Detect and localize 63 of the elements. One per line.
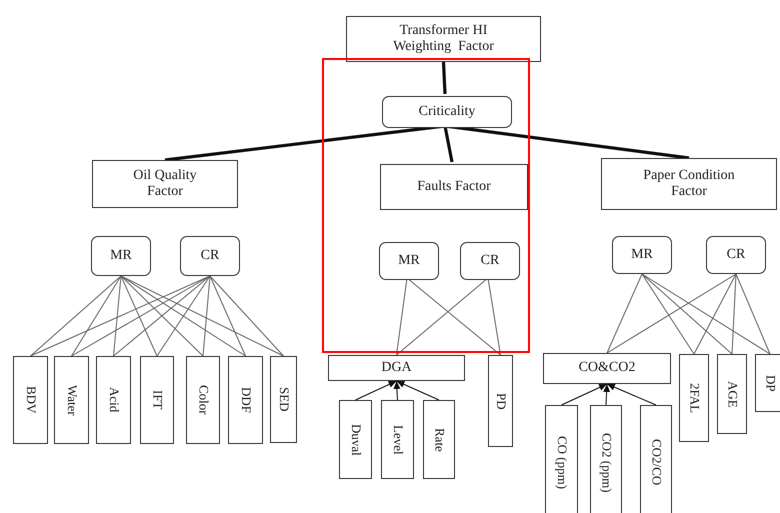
connector-line: [606, 274, 642, 354]
connector-line: [732, 274, 736, 354]
connector-line: [642, 274, 770, 354]
factor-box: Oil Quality Factor: [92, 160, 238, 208]
arrow: [355, 380, 397, 400]
parameter-box: DGA: [328, 355, 465, 381]
indicator-box: Water: [54, 356, 89, 444]
connector-line: [736, 274, 770, 354]
indicator-box: CO (ppm): [545, 405, 578, 513]
connector-line: [642, 274, 694, 354]
ratio-box: CR: [460, 242, 520, 280]
connector-line: [30, 276, 210, 356]
connector-line: [396, 278, 408, 356]
indicator-box: DDF: [228, 356, 263, 444]
arrow: [393, 380, 400, 400]
connector-line: [694, 274, 736, 354]
indicator-box: IFT: [140, 356, 174, 444]
parameter-box: CO&CO2: [543, 353, 671, 384]
indicator-box: CO2 (ppm): [590, 405, 622, 513]
ratio-box: MR: [612, 236, 672, 274]
indicator-box: Level: [381, 400, 414, 479]
connector-line: [442, 62, 447, 94]
connector-line: [210, 276, 246, 356]
connector-line: [202, 276, 210, 356]
indicator-box: Color: [186, 356, 220, 444]
arrow: [603, 384, 610, 406]
factor-box: Paper Condition Factor: [601, 158, 777, 210]
ratio-box: MR: [379, 242, 439, 280]
connector-line: [120, 276, 158, 356]
indicator-box: PD: [488, 355, 513, 447]
criterion-box: Criticality: [382, 96, 512, 128]
arrow: [606, 384, 656, 406]
connector-line: [443, 126, 454, 162]
connector-line: [156, 276, 210, 356]
connector-line: [396, 278, 488, 356]
connector-line: [30, 276, 122, 356]
indicator-box: SED: [270, 356, 297, 443]
indicator-box: Acid: [96, 356, 131, 444]
connector-line: [120, 276, 246, 356]
indicator-box: AGE: [717, 354, 747, 434]
arrow: [396, 380, 440, 400]
indicator-box: 2FAL: [679, 354, 709, 442]
connector-line: [488, 278, 501, 356]
goal-box: Transformer HI Weighting Factor: [346, 16, 541, 62]
highlight-frame: [322, 58, 530, 353]
connector-line: [210, 276, 284, 356]
factor-box: Faults Factor: [380, 164, 528, 210]
indicator-box: BDV: [13, 356, 48, 444]
connector-line: [642, 274, 732, 354]
connector-line: [113, 276, 122, 356]
indicator-box: Duval: [339, 400, 372, 479]
ratio-box: CR: [180, 236, 240, 276]
indicator-box: DP: [755, 354, 780, 412]
connector-line: [71, 276, 122, 356]
indicator-box: CO2/CO: [640, 405, 672, 513]
indicator-box: Rate: [423, 400, 455, 479]
connector-line: [120, 276, 284, 356]
connector-line: [606, 274, 736, 354]
connector-line: [71, 276, 210, 356]
connector-line: [406, 278, 501, 356]
ratio-box: CR: [706, 236, 766, 274]
ratio-box: MR: [91, 236, 151, 276]
arrow: [561, 384, 608, 406]
